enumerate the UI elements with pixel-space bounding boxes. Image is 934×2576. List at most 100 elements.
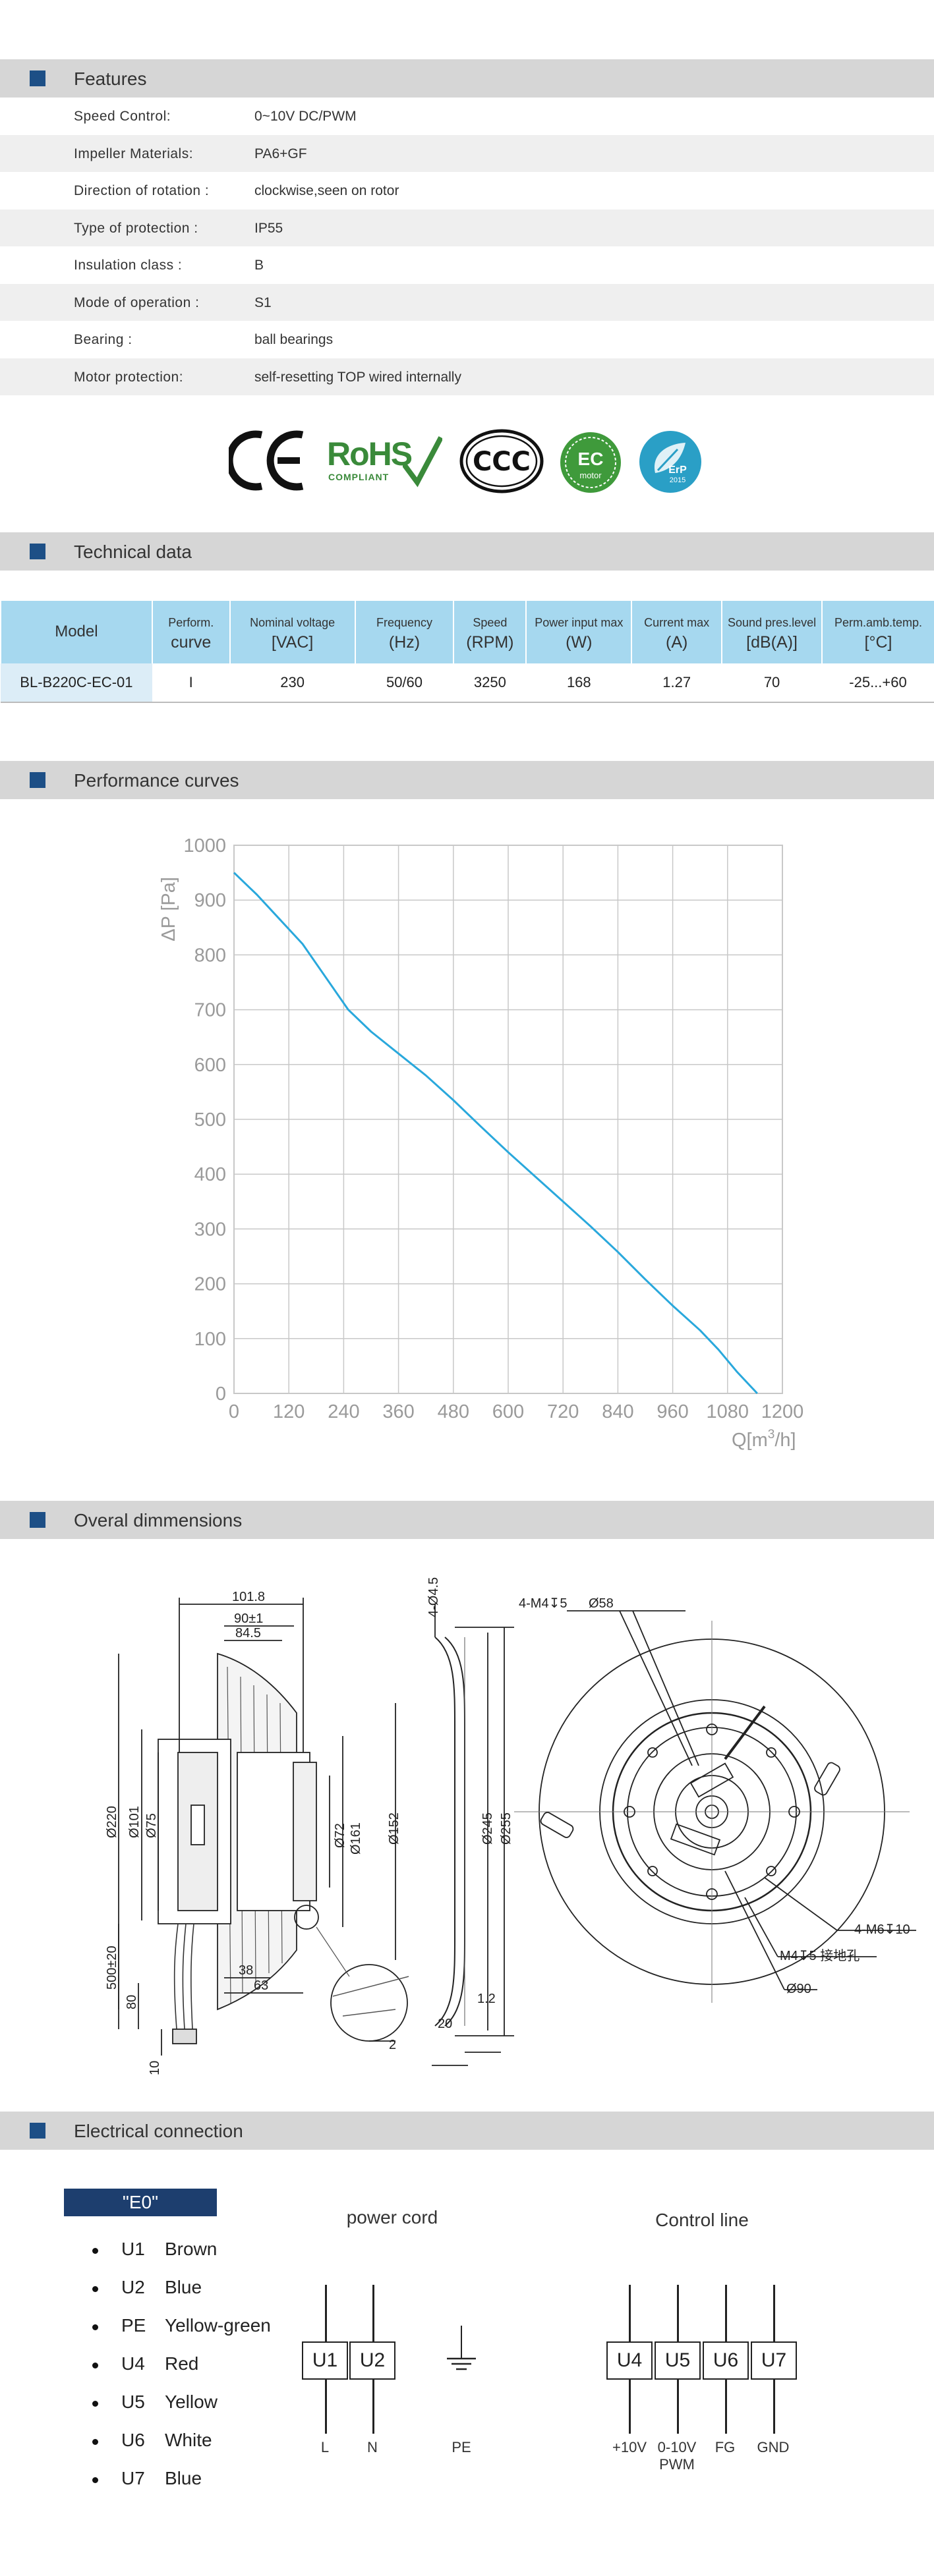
y-tick-label: 1000 bbox=[183, 835, 226, 856]
control-wire-line bbox=[677, 2380, 679, 2434]
inlet-ring-view bbox=[395, 1604, 514, 2066]
feature-value: B bbox=[254, 258, 264, 273]
svg-text:101.8: 101.8 bbox=[232, 1590, 265, 1604]
control-wire-line bbox=[773, 2380, 775, 2434]
wire-code: U5 bbox=[121, 2392, 145, 2412]
feature-label: Type of protection : bbox=[74, 220, 198, 236]
y-tick-label: 200 bbox=[194, 1274, 226, 1295]
feature-label: Impeller Materials: bbox=[74, 146, 194, 161]
header-unit: [dB(A)] bbox=[746, 632, 798, 652]
x-tick-label: 0 bbox=[229, 1401, 239, 1422]
wire-color: Blue bbox=[165, 2277, 202, 2297]
svg-text:Ø90: Ø90 bbox=[786, 1982, 811, 1996]
terminal-u5: U5 bbox=[655, 2341, 701, 2380]
control-wire-line bbox=[629, 2285, 631, 2341]
performance-curve bbox=[233, 872, 758, 1395]
terminal-u1: U1 bbox=[302, 2341, 348, 2380]
feature-row: Direction of rotation :clockwise,seen on… bbox=[0, 172, 934, 209]
feature-row: Bearing :ball bearings bbox=[0, 321, 934, 358]
x-axis-label: Q[m3/h] bbox=[732, 1428, 796, 1451]
label-pe: PE bbox=[452, 2439, 471, 2455]
svg-text:80: 80 bbox=[125, 1995, 139, 2009]
header-unit: curve bbox=[171, 632, 212, 652]
label-n: N bbox=[367, 2439, 378, 2455]
header-line: Power input max bbox=[535, 615, 624, 629]
y-tick-label: 800 bbox=[194, 945, 226, 966]
side-dimension-labels: 101.8 90±1 84.5 Ø220 Ø101 Ø75 Ø72 Ø161 5… bbox=[105, 1590, 396, 2075]
ccc-logo: CCC bbox=[459, 428, 544, 497]
svg-text:Ø72: Ø72 bbox=[333, 1823, 347, 1848]
header-line: Sound pres.level bbox=[728, 615, 817, 629]
svg-text:500±20: 500±20 bbox=[105, 1946, 119, 1990]
power-wire-line bbox=[325, 2285, 327, 2341]
table-cell: -25...+60 bbox=[822, 663, 934, 703]
control-line-title: Control line bbox=[655, 2210, 749, 2230]
rohs-logo: RoHS COMPLIANT bbox=[327, 435, 449, 488]
svg-text:Ø101: Ø101 bbox=[127, 1806, 142, 1838]
svg-text:ErP: ErP bbox=[668, 464, 687, 476]
svg-text:Ø245: Ø245 bbox=[481, 1812, 495, 1845]
terminal-u6: U6 bbox=[703, 2341, 749, 2380]
dimensions-header: Overal dimmensions bbox=[0, 1501, 934, 1539]
y-tick-label: 900 bbox=[194, 890, 226, 911]
section-title: Overal dimmensions bbox=[74, 1510, 243, 1530]
header-unit: (A) bbox=[666, 632, 688, 652]
column-header: Perm.amb.temp.[°C] bbox=[821, 601, 934, 663]
feature-label: Speed Control: bbox=[74, 109, 171, 124]
performance-header: Performance curves bbox=[0, 761, 934, 799]
wire-code: U1 bbox=[121, 2239, 145, 2259]
svg-text:M4↧5 接地孔: M4↧5 接地孔 bbox=[780, 1948, 860, 1963]
table-cell: 230 bbox=[229, 663, 355, 703]
svg-text:EC: EC bbox=[578, 449, 604, 469]
label-plus10v: +10V bbox=[612, 2439, 647, 2455]
features-header: Features bbox=[0, 59, 934, 98]
ec-motor-logo: EC motor bbox=[559, 431, 622, 497]
section-marker bbox=[30, 2123, 45, 2139]
svg-text:Ø255: Ø255 bbox=[499, 1812, 513, 1845]
power-wire-line bbox=[372, 2380, 374, 2434]
svg-text:63: 63 bbox=[254, 1978, 268, 1993]
wire-code: U2 bbox=[121, 2277, 145, 2297]
wire-color: Brown bbox=[165, 2239, 218, 2259]
column-header: Current max (A) bbox=[631, 601, 722, 663]
feature-label: Direction of rotation : bbox=[74, 183, 210, 198]
column-header: Nominal voltage[VAC] bbox=[229, 601, 355, 663]
wire-color: Yellow bbox=[165, 2392, 218, 2412]
header-unit: [°C] bbox=[864, 632, 892, 652]
power-wire-line bbox=[325, 2380, 327, 2434]
svg-text:84.5: 84.5 bbox=[235, 1626, 261, 1640]
x-tick-label: 720 bbox=[547, 1401, 579, 1422]
terminal-u4: U4 bbox=[606, 2341, 653, 2380]
svg-text:4-Ø4.5: 4-Ø4.5 bbox=[426, 1577, 441, 1617]
feature-value: S1 bbox=[254, 294, 272, 310]
front-view bbox=[514, 1610, 916, 2003]
power-wire-line bbox=[372, 2285, 374, 2341]
y-tick-label: 400 bbox=[194, 1164, 226, 1185]
feature-row: Mode of operation :S1 bbox=[0, 283, 934, 321]
y-tick-label: 500 bbox=[194, 1109, 226, 1131]
wire-code: U7 bbox=[121, 2468, 145, 2488]
section-title: Features bbox=[74, 69, 147, 89]
svg-text:2015: 2015 bbox=[670, 476, 686, 484]
wire-color: Blue bbox=[165, 2468, 202, 2488]
svg-text:4-M4↧5: 4-M4↧5 bbox=[519, 1596, 567, 1611]
feature-row: Impeller Materials:PA6+GF bbox=[0, 134, 934, 172]
svg-text:1.2: 1.2 bbox=[477, 1992, 496, 2006]
header-line: Current max bbox=[644, 615, 710, 629]
bullet-icon bbox=[92, 2248, 98, 2254]
wire-color: White bbox=[165, 2430, 212, 2450]
header-line: Model bbox=[55, 623, 98, 640]
section-marker bbox=[30, 1512, 45, 1528]
electrical-header: Electrical connection bbox=[0, 2112, 934, 2150]
side-view bbox=[118, 1598, 409, 2056]
feature-value: 0~10V DC/PWM bbox=[254, 109, 357, 124]
column-header: Frequency(Hz) bbox=[354, 601, 454, 663]
section-title: Performance curves bbox=[74, 770, 239, 791]
terminal-u7: U7 bbox=[751, 2341, 797, 2380]
bullet-icon bbox=[92, 2324, 98, 2330]
feature-value: self-resetting TOP wired internally bbox=[254, 369, 461, 385]
wire-code: PE bbox=[121, 2315, 146, 2336]
